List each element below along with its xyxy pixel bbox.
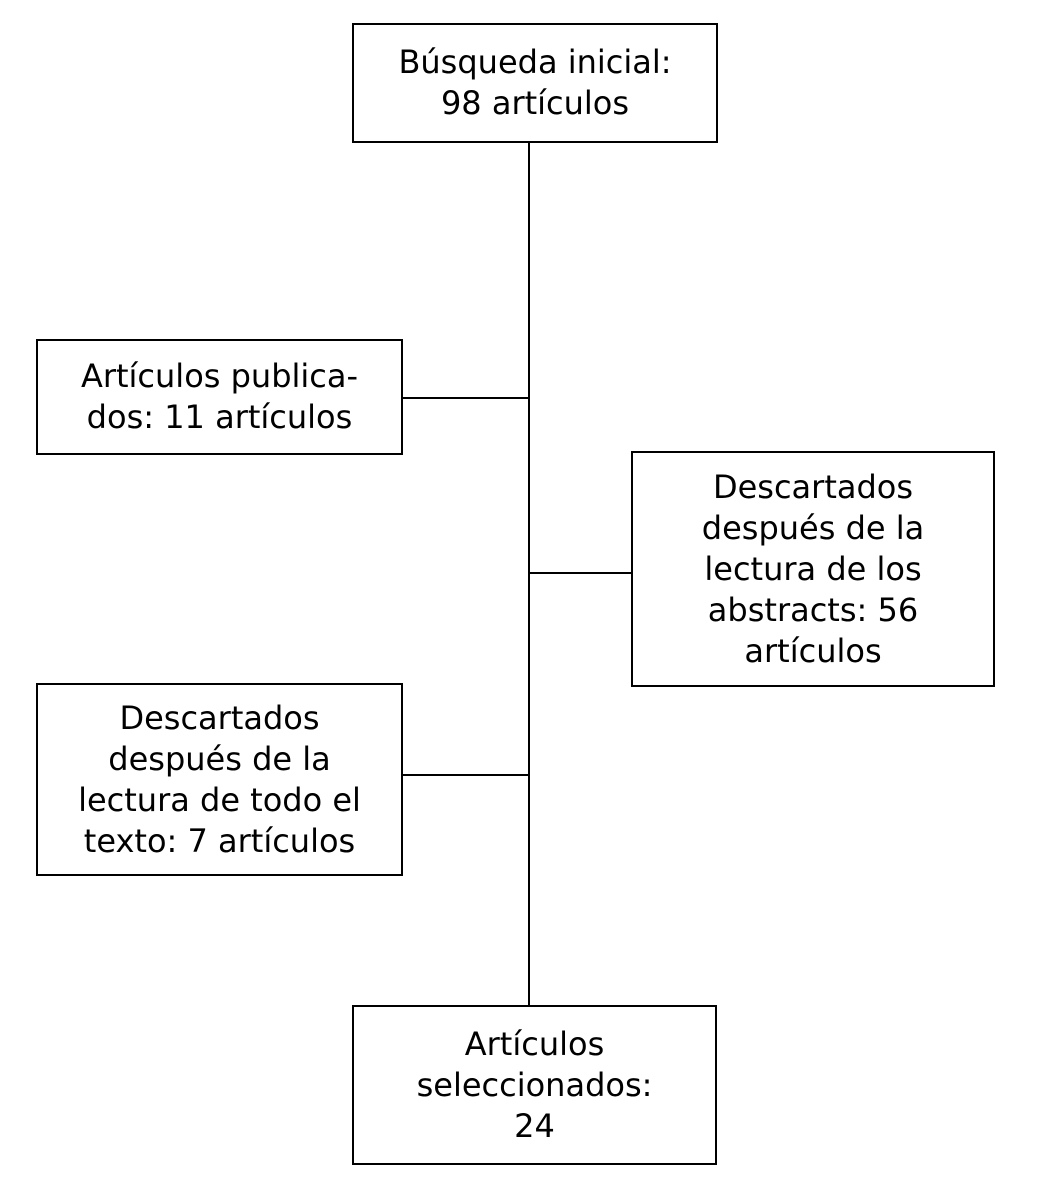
node-published-articles-label: Artículos publica- dos: 11 artículos — [80, 357, 359, 436]
node-selected-articles: Artículos seleccionados: 24 — [352, 1005, 717, 1165]
node-selected-articles-label: Artículos seleccionados: 24 — [416, 1024, 653, 1145]
node-discarded-after-fulltext: Descartados después de la lectura de tod… — [36, 683, 403, 876]
connector-main-trunk — [528, 143, 530, 1005]
node-initial-search-label: Búsqueda inicial: 98 artículos — [398, 43, 672, 122]
node-discarded-after-abstracts: Descartados después de la lectura de los… — [631, 451, 995, 687]
node-discarded-after-fulltext-label: Descartados después de la lectura de tod… — [78, 698, 361, 860]
connector-to-published-articles — [403, 397, 529, 399]
connector-to-discarded-fulltext — [403, 774, 529, 776]
node-published-articles: Artículos publica- dos: 11 artículos — [36, 339, 403, 455]
node-initial-search: Búsqueda inicial: 98 artículos — [352, 23, 718, 143]
node-discarded-after-abstracts-label: Descartados después de la lectura de los… — [701, 467, 925, 670]
connector-to-discarded-abstracts — [529, 572, 631, 574]
